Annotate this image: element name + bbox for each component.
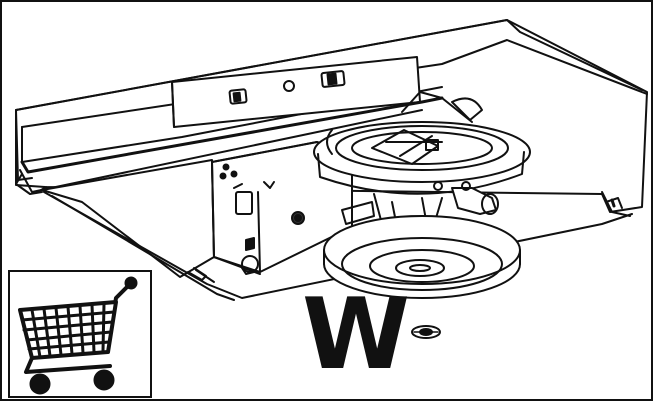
light-diffuser [323,215,521,299]
right-switch-icon [320,70,346,88]
blower-fan-assembly [313,91,531,231]
hood-bottom-pan [41,159,633,301]
shopping-cart-icon [18,276,138,395]
light-indicator-icon [283,80,295,92]
cart-panel [8,270,152,398]
callout-label: W [302,278,410,392]
hood-front-lip [15,96,444,195]
left-switch-icon [228,88,248,105]
motor-housing [211,141,353,275]
screw-icon [411,325,441,339]
